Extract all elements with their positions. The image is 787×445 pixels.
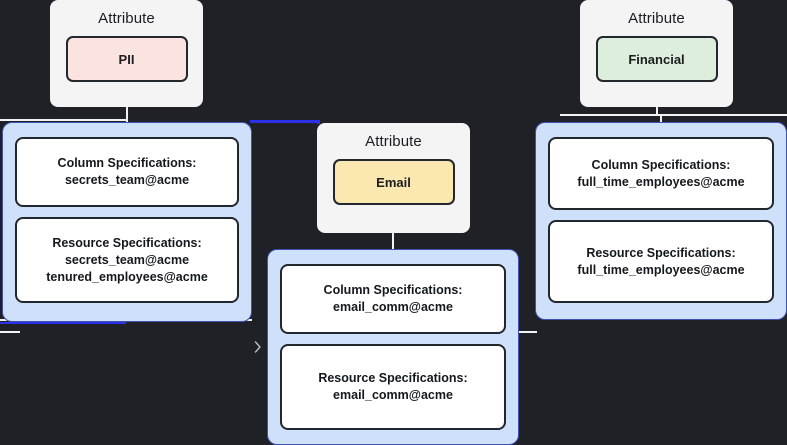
spec-box-item: email_comm@acme — [333, 388, 453, 402]
edge-bus-left — [0, 119, 128, 121]
spec-box-item: full_time_employees@acme — [577, 262, 745, 277]
attribute-type-label: Attribute — [628, 10, 685, 27]
edge-mid-center — [507, 331, 537, 333]
spec-box-title: Resource Specifications: — [586, 245, 736, 260]
edge-highlight-email — [250, 120, 320, 123]
spec-box-item: email_comm@acme — [333, 300, 453, 314]
spec-box-title: Column Specifications: — [323, 283, 463, 297]
edge-pii-stub — [126, 107, 128, 121]
edge-financial-stub — [656, 107, 658, 115]
edge-bus-right — [656, 114, 787, 116]
spec-box-item: tenured_employees@acme — [46, 269, 208, 284]
edge-secrets-top-stub — [126, 119, 128, 124]
spec-box-title: Column Specifications: — [57, 156, 197, 170]
attribute-chip-pii[interactable]: PII — [65, 36, 188, 82]
attribute-chip-financial[interactable]: Financial — [595, 36, 718, 82]
spec-box-column-specifications[interactable]: Column Specifications: full_time_employe… — [548, 137, 774, 210]
attribute-type-label: Attribute — [98, 10, 155, 27]
spec-box-resource-specifications[interactable]: Resource Specifications: email_comm@acme — [280, 344, 506, 430]
edge-fulltime-top-stub — [660, 114, 662, 123]
attribute-card-financial[interactable]: Attribute Financial — [580, 0, 733, 107]
spec-box-item: secrets_team@acme — [64, 252, 190, 267]
edge-highlight-email-stub — [317, 120, 320, 124]
attribute-chip-email[interactable]: Email — [332, 159, 455, 205]
edge-mid-right — [0, 331, 20, 333]
spec-box-title: Resource Specifications: — [318, 371, 468, 385]
spec-group-secrets-team[interactable]: Column Specifications: secrets_team@acme… — [2, 122, 252, 322]
attribute-type-label: Attribute — [365, 133, 422, 150]
spec-box-column-specifications[interactable]: Column Specifications: secrets_team@acme — [15, 137, 239, 207]
spec-group-email-comm[interactable]: Column Specifications: email_comm@acme R… — [267, 249, 519, 445]
spec-box-column-specifications[interactable]: Column Specifications: email_comm@acme — [280, 264, 506, 334]
attribute-card-email[interactable]: Attribute Email — [317, 123, 470, 233]
attribute-card-pii[interactable]: Attribute PII — [50, 0, 203, 107]
spec-box-item: full_time_employees@acme — [577, 174, 745, 189]
chevron-right-icon — [254, 341, 262, 353]
spec-box-resource-specifications[interactable]: Resource Specifications: secrets_team@ac… — [15, 217, 239, 303]
spec-box-item: secrets_team@acme — [64, 173, 190, 187]
edge-email-stub — [392, 232, 394, 250]
spec-box-title: Column Specifications: — [591, 157, 731, 172]
spec-box-resource-specifications[interactable]: Resource Specifications: full_time_emplo… — [548, 220, 774, 303]
edge-highlight-secrets-bottom — [0, 322, 126, 324]
spec-group-full-time-employees[interactable]: Column Specifications: full_time_employe… — [535, 122, 787, 320]
edge-bus-right-inner — [560, 114, 658, 116]
spec-box-title: Resource Specifications: — [52, 235, 202, 250]
